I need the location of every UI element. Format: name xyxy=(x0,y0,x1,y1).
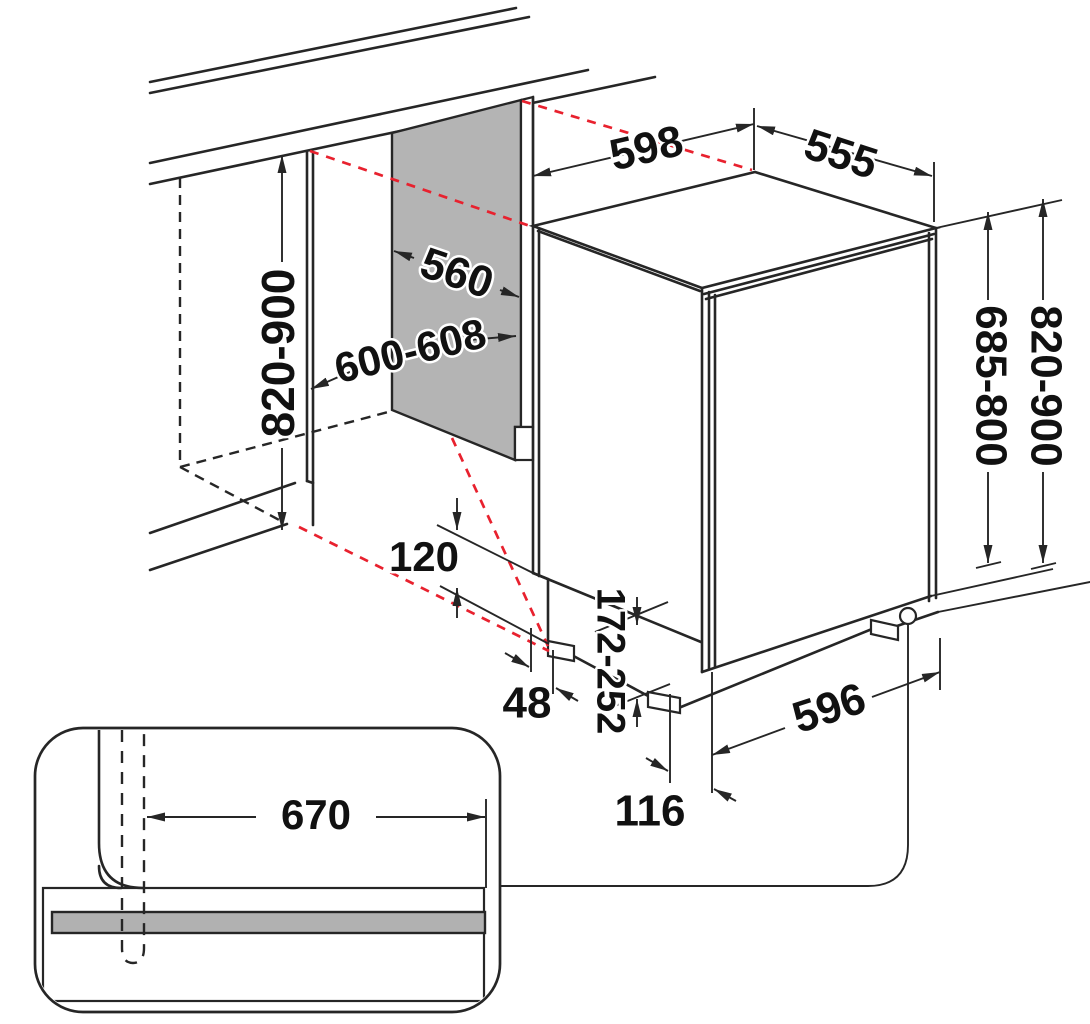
dim-overall-height-right: 820-900 xyxy=(1019,199,1073,570)
drain-hose-outlet xyxy=(898,606,918,626)
dim-door-offset-label: 116 xyxy=(615,787,686,836)
dim-top-depth-label: 555 xyxy=(798,120,883,189)
dim-plinth-height-label: 120 xyxy=(389,533,459,580)
foot-back-right xyxy=(869,618,900,642)
dim-plinth-height: 120 xyxy=(386,498,550,645)
plinth-cross-section xyxy=(41,886,486,1003)
plinth-bar xyxy=(50,910,487,935)
dishwasher xyxy=(528,95,1090,715)
dim-base-depth-label: 596 xyxy=(787,674,872,743)
hose-bend-inner xyxy=(97,864,123,890)
dim-adjustable-feet-label: 172-252 xyxy=(588,588,632,735)
dim-niche-height-left-label: 820-900 xyxy=(252,269,304,438)
dim-door-offset: 116 xyxy=(612,694,737,838)
dim-overall-height-right-label: 820-900 xyxy=(1021,305,1070,466)
hose-hidden-path xyxy=(120,730,146,965)
niche-dashed-outline xyxy=(178,178,393,524)
dim-top-width: 598 xyxy=(532,108,755,183)
foot-front-left xyxy=(546,639,576,663)
side-panel-edge xyxy=(519,95,535,429)
dim-niche-height-left: 820-900 xyxy=(250,155,307,530)
dishwasher-top-face xyxy=(528,170,941,290)
dim-adjustable-feet: 172-252 xyxy=(586,585,671,737)
dim-appliance-height-label: 685-800 xyxy=(966,305,1015,466)
dim-base-depth: 596 xyxy=(711,638,941,793)
dim-appliance-height: 685-800 xyxy=(935,199,1063,569)
dim-top-width-label: 598 xyxy=(605,116,688,180)
side-panel-notch xyxy=(513,425,535,462)
detail-bubble: 670 xyxy=(33,726,502,1014)
dim-side-clearance: 48 xyxy=(500,628,579,730)
hose-bend-outer xyxy=(97,730,145,890)
foot-front-right xyxy=(646,690,682,715)
drain-hose-leader xyxy=(486,624,909,887)
dim-hose-reach-label: 670 xyxy=(281,791,351,838)
left-cabinet-wall xyxy=(148,150,315,572)
dim-side-clearance-label: 48 xyxy=(503,679,552,728)
